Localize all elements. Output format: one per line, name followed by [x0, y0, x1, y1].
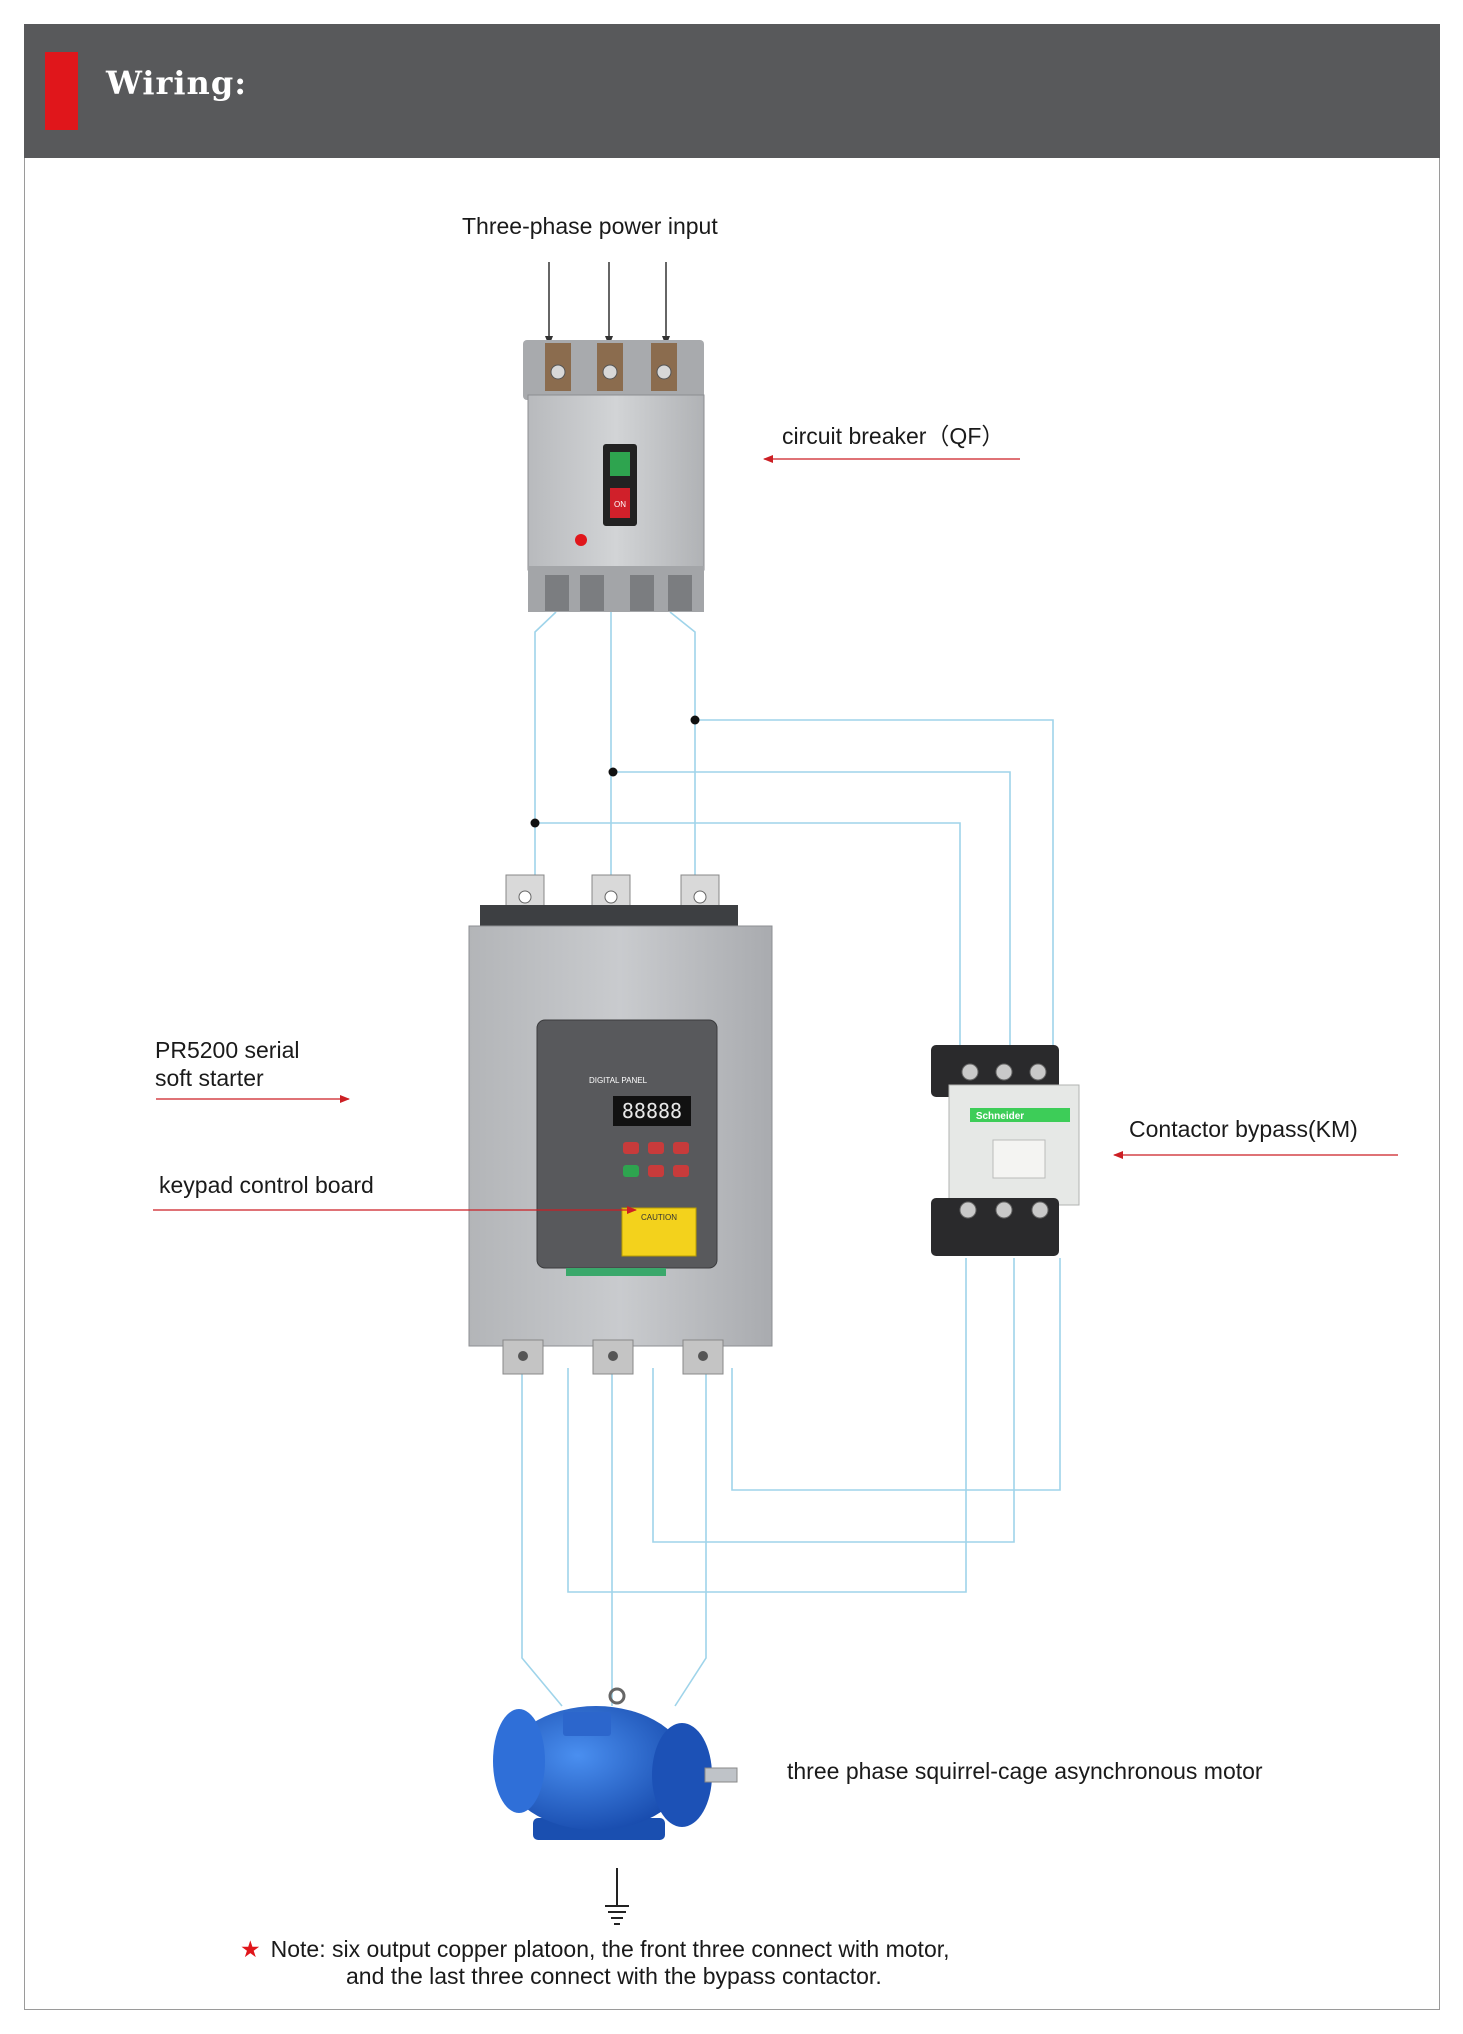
motor-label: three phase squirrel-cage asynchronous m…	[787, 1758, 1263, 1784]
label-arrows	[153, 455, 1398, 1214]
motor-lifting-eye	[608, 1687, 626, 1705]
keypad-display-digits: 88888	[622, 1099, 682, 1123]
note-line-2: and the last three connect with the bypa…	[346, 1963, 882, 1989]
contactor-top-screw-1	[961, 1063, 979, 1081]
breaker-switch-green	[610, 452, 630, 476]
contactor-top-screw-2	[995, 1063, 1013, 1081]
power-input-arrows	[545, 262, 670, 346]
contactor-window	[992, 1139, 1046, 1179]
contactor-bottom-screw-1	[959, 1201, 977, 1219]
induction-motor	[493, 1687, 738, 1840]
breaker-screw-3	[656, 364, 672, 380]
wire-tap-l3-km	[695, 719, 1054, 1048]
circuit-breaker: ON	[523, 340, 705, 612]
keypad-key-up	[648, 1142, 664, 1154]
contactor-brand: Schneider	[976, 1111, 1024, 1122]
circuit-breaker-label: circuit breaker（QF）	[782, 423, 1005, 449]
breaker-out-terminal-3	[630, 575, 654, 611]
wire-out-u-motor	[521, 1368, 563, 1707]
starter-top-hole-2	[604, 890, 618, 904]
header-accent-bar	[45, 52, 78, 130]
keypad-label: keypad control board	[159, 1172, 374, 1198]
motor-shaft	[704, 1767, 738, 1783]
wire-breaker-l1	[534, 611, 557, 878]
wire-bypass-1	[567, 1258, 967, 1593]
keypad-display	[613, 1096, 691, 1126]
power-input-label: Three-phase power input	[462, 213, 718, 239]
keypad-key-set	[623, 1142, 639, 1154]
breaker-screw-1	[550, 364, 566, 380]
starter-bottom-busbar-3	[682, 1339, 724, 1375]
motor-front-cap	[652, 1723, 712, 1827]
contactor-label: Contactor bypass(KM)	[1129, 1116, 1358, 1142]
contactor-brand-strip	[970, 1108, 1070, 1122]
wire-bypass-2	[652, 1258, 1015, 1543]
starter-bottom-hole-1	[518, 1351, 528, 1361]
junction-dot-l3	[690, 715, 700, 725]
wire-bypass-3	[731, 1258, 1061, 1491]
keypad-caution-text: CAUTION	[641, 1213, 677, 1222]
junction-dot-l2	[608, 767, 618, 777]
soft-starter-label-line2: soft starter	[155, 1065, 264, 1091]
motor-body	[504, 1706, 688, 1830]
wire-out-w-motor	[674, 1368, 707, 1707]
section-title: Wiring:	[106, 64, 247, 102]
keypad-key-run	[623, 1165, 639, 1177]
keypad-key-right	[673, 1142, 689, 1154]
breaker-switch-text: ON	[614, 500, 626, 509]
wire-breaker-l3	[669, 611, 696, 878]
starter-top-hole-3	[693, 890, 707, 904]
wire-tap-l2-km	[611, 771, 1011, 1048]
motor-rear-cap	[493, 1709, 545, 1813]
contactor-bottom-screw-2	[995, 1201, 1013, 1219]
ground-symbol-icon	[605, 1868, 629, 1925]
keypad-caution-label	[621, 1207, 697, 1257]
starter-bottom-edge	[566, 1268, 666, 1276]
star-icon: ★	[240, 1936, 261, 1962]
starter-top-hole-1	[518, 890, 532, 904]
breaker-switch-red	[610, 488, 630, 518]
breaker-screw-2	[602, 364, 618, 380]
soft-starter-label-line1: PR5200 serial	[155, 1037, 300, 1063]
wiring-lines	[521, 611, 1061, 1707]
junction-dot-l1	[530, 818, 540, 828]
contactor-top-screw-3	[1029, 1063, 1047, 1081]
breaker-out-terminal-2	[580, 575, 604, 611]
bypass-contactor: Schneider	[931, 1045, 1080, 1256]
breaker-out-terminal-4	[668, 575, 692, 611]
breaker-indicator-dot	[575, 534, 587, 546]
note-line-1: Note: six output copper platoon, the fro…	[270, 1936, 950, 1962]
footnote: ★ Note: six output copper platoon, the fr…	[240, 1936, 950, 1990]
contactor-bottom-screw-3	[1031, 1201, 1049, 1219]
junction-dots	[530, 715, 700, 828]
section-header	[24, 24, 1440, 158]
keypad-panel-title: DIGITAL PANEL	[589, 1076, 648, 1085]
breaker-out-terminal-1	[545, 575, 569, 611]
keypad-key-down	[648, 1165, 664, 1177]
soft-starter: DIGITAL PANEL 88888 CAUTION	[468, 874, 773, 1375]
starter-bottom-hole-2	[608, 1351, 618, 1361]
contactor-top-block	[931, 1045, 1059, 1097]
wire-tap-l1-km	[535, 822, 961, 1048]
keypad-key-stop	[673, 1165, 689, 1177]
starter-bottom-hole-3	[698, 1351, 708, 1361]
motor-terminal-box	[563, 1712, 611, 1736]
